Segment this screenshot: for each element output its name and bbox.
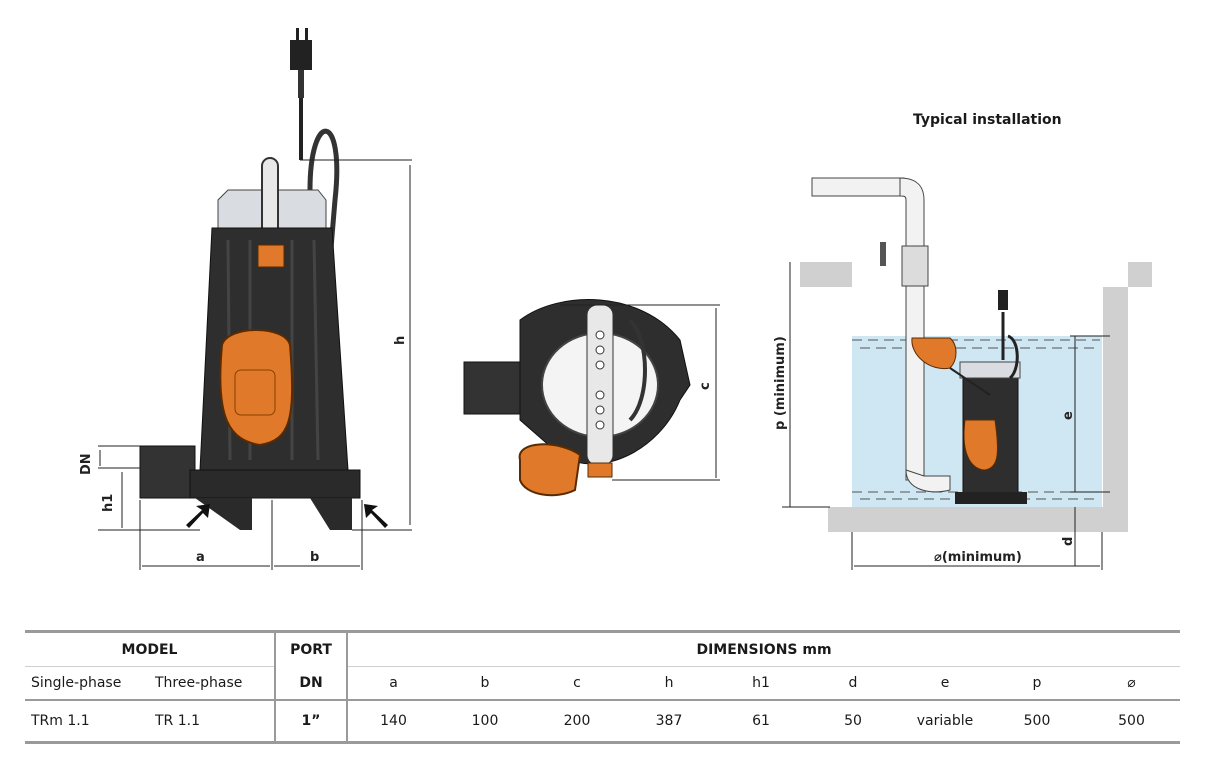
dim-label-b: b [310,550,319,565]
dim-label-c: c [698,382,713,390]
col-header-d: d [807,666,899,700]
port-value: 1” [275,699,348,744]
dim-label-dn: DN [79,453,94,475]
single-phase-header: Single-phase [25,666,149,700]
three-phase-header: Three-phase [149,666,276,700]
value-h1: 61 [715,699,807,744]
col-header-p: p [991,666,1083,700]
installation-diagram [782,177,1152,570]
pump-top-view [463,299,720,497]
dimensions-table: MODEL PORT DIMENSIONS mm Single-phase Th… [25,630,1180,744]
col-header-diameter: ⌀ [1083,666,1180,700]
dim-label-h: h [393,336,408,345]
dim-label-e: e [1061,411,1076,420]
pump-side-view [98,28,412,570]
dim-label-a: a [196,550,205,565]
col-header-c: c [531,666,623,700]
value-a: 140 [347,699,439,744]
col-header-a: a [347,666,439,700]
dim-label-d: d [1061,537,1076,546]
dn-header: DN [275,666,348,700]
dim-label-h1: h1 [101,494,116,512]
col-header-e: e [899,666,991,700]
value-d: 50 [807,699,899,744]
value-c: 200 [531,699,623,744]
col-header-h: h [623,666,715,700]
plug-icon [290,28,312,98]
value-h: 387 [623,699,715,744]
installation-title: Typical installation [913,112,1062,128]
value-diameter: 500 [1083,699,1180,744]
model-three-phase: TR 1.1 [149,699,276,744]
dim-label-p: p (minimum) [773,336,788,430]
table-header-row: MODEL PORT DIMENSIONS mm [25,630,1180,667]
table-subheader-row: Single-phase Three-phase DN a b c h h1 d… [25,666,1180,700]
value-p: 500 [991,699,1083,744]
model-single-phase: TRm 1.1 [25,699,149,744]
col-header-h1: h1 [715,666,807,700]
col-header-b: b [439,666,531,700]
value-b: 100 [439,699,531,744]
dim-label-width-min: ⌀(minimum) [934,550,1022,565]
value-e: variable [899,699,991,744]
float-switch-icon [219,329,294,447]
model-header: MODEL [25,630,276,667]
dimensions-header: DIMENSIONS mm [347,630,1180,667]
table-row: TRm 1.1 TR 1.1 1” 140 100 200 387 61 50 … [25,699,1180,744]
port-header: PORT [275,630,348,667]
technical-drawings: h DN h1 a b c [79,28,1152,570]
